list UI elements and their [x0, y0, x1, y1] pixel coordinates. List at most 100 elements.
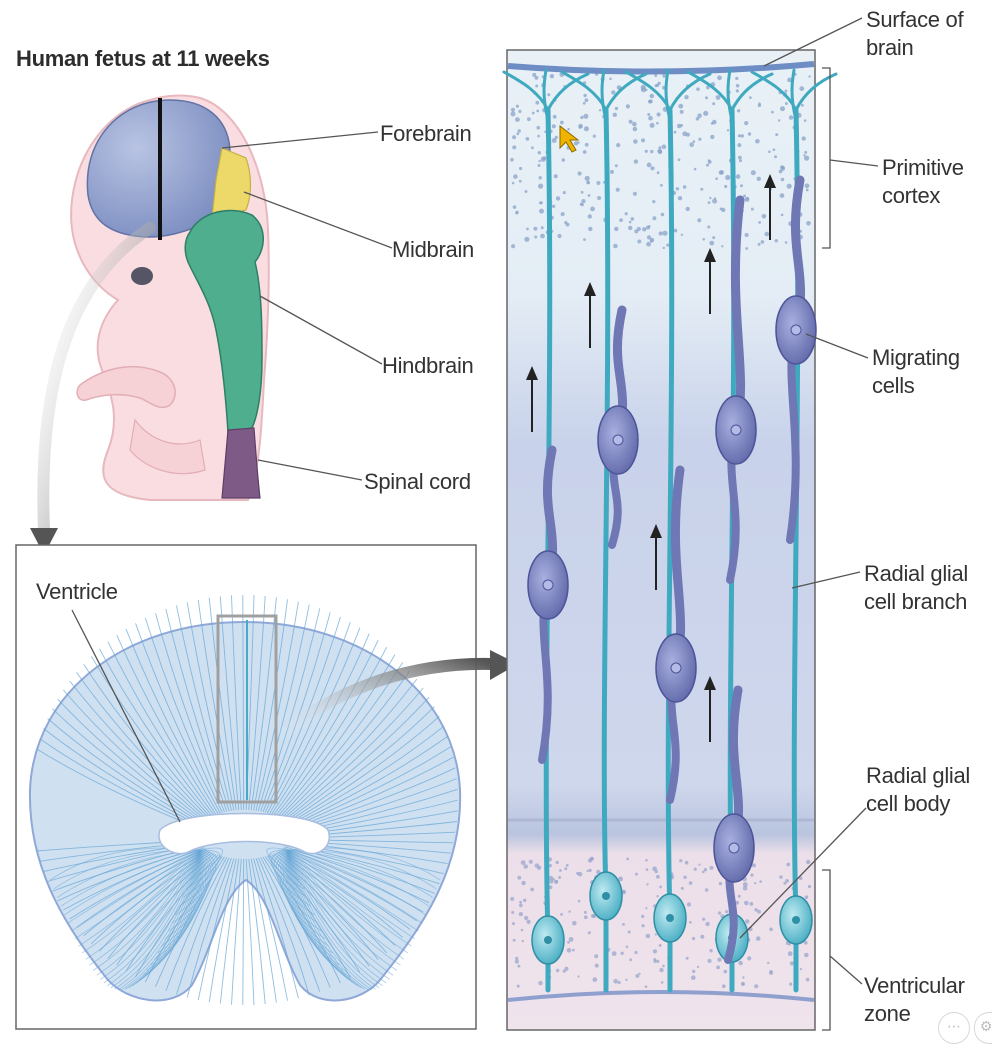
- cortex-dot: [712, 102, 716, 106]
- radial-fiber: [260, 857, 321, 992]
- cortex-dot: [662, 74, 666, 78]
- cortex-dot: [510, 157, 514, 162]
- more-options-icon[interactable]: ⋯: [938, 1012, 970, 1044]
- cortex-dot: [801, 103, 804, 107]
- radial-fiber: [189, 847, 223, 881]
- cortex-dot: [512, 135, 517, 140]
- cortex-dot: [633, 139, 638, 144]
- radial-fiber: [117, 849, 201, 991]
- cortex-dot: [673, 228, 678, 233]
- ventricular-dot: [757, 909, 761, 914]
- ventricular-dot: [530, 887, 535, 892]
- ventricular-dot: [755, 936, 761, 941]
- radial-fiber: [287, 849, 412, 947]
- ventricular-dot: [691, 975, 696, 980]
- radial-fiber: [99, 648, 213, 817]
- cortex-dot: [513, 174, 518, 179]
- cortex-dot: [584, 142, 589, 147]
- cortex-dot: [707, 225, 711, 229]
- ventricular-dot: [591, 913, 595, 918]
- radial-fiber: [287, 849, 390, 980]
- ventricular-dot: [641, 914, 645, 919]
- cortex-dot: [658, 150, 663, 154]
- ventricular-dot: [516, 984, 520, 988]
- radial-fiber: [69, 848, 206, 920]
- leader-lines: [221, 17, 879, 1031]
- cortex-dot: [553, 174, 558, 179]
- detail-panel: [502, 49, 838, 1031]
- ventricular-dot: [626, 857, 630, 861]
- ventricular-dot: [693, 867, 697, 871]
- cortex-dot: [560, 120, 564, 125]
- brain-surface: [507, 61, 815, 75]
- cortex-dot: [613, 243, 618, 249]
- cortex-dot: [747, 132, 752, 136]
- leader-hindbrain: [259, 295, 383, 365]
- cortex-dot: [516, 132, 520, 136]
- cortex-dot: [632, 121, 637, 127]
- fetus-lower-limb: [129, 418, 206, 475]
- glial-branch: [502, 68, 590, 122]
- ventricular-dot: [641, 924, 645, 928]
- cortex-dot: [644, 149, 648, 153]
- ventricular-dot: [716, 965, 720, 970]
- cortex-dot: [646, 235, 652, 240]
- cross-section-shape: [28, 620, 462, 1002]
- cortex-dot: [750, 170, 756, 176]
- radial-fiber: [186, 857, 232, 998]
- cortex-dot: [712, 119, 717, 125]
- radial-fiber: [231, 858, 242, 1005]
- radial-fiber: [253, 599, 288, 811]
- radial-fiber: [165, 857, 228, 992]
- cortex-dot: [650, 166, 655, 171]
- cortex-dot: [515, 117, 520, 122]
- radial-fiber: [273, 849, 312, 907]
- ventricular-dot: [562, 969, 566, 973]
- cortex-dot: [619, 218, 623, 223]
- cortex-dot: [706, 85, 710, 90]
- ventricular-dot: [660, 981, 664, 984]
- ventricular-dot: [738, 960, 743, 966]
- cortex-dot: [609, 77, 612, 81]
- ventricular-dot: [577, 899, 581, 903]
- cortex-dot: [552, 114, 557, 119]
- radial-fiber: [175, 849, 214, 916]
- cortex-dot: [532, 72, 537, 77]
- cortex-dot: [536, 109, 540, 113]
- radial-fiber: [257, 857, 310, 996]
- cortex-dot: [697, 218, 702, 223]
- cortex-dot: [578, 125, 582, 129]
- detail-frame: [506, 49, 816, 1031]
- cortex-dot: [581, 199, 586, 204]
- label-migrating-line2: cells: [872, 372, 915, 398]
- cortex-dot: [511, 181, 515, 185]
- cortex-dot: [660, 212, 665, 217]
- cortex-dot: [804, 155, 810, 161]
- cortex-dot: [614, 164, 618, 168]
- cortex-dot: [648, 115, 653, 121]
- radial-fiber: [242, 858, 245, 1006]
- cortex-dot: [540, 226, 544, 230]
- ventricular-dot: [692, 969, 696, 974]
- ventricular-dot: [709, 865, 714, 870]
- radial-fiber: [91, 656, 211, 818]
- ventricular-dot: [634, 872, 638, 876]
- cortex-dot: [680, 124, 684, 127]
- cortex-dot: [637, 239, 642, 244]
- radial-fiber: [186, 602, 232, 811]
- radial-fiber: [287, 849, 387, 984]
- label-ventricular-zone: Ventricular zone: [864, 972, 965, 1027]
- ventricular-dot: [517, 875, 522, 880]
- label-migrating-cells: Migrating cells: [872, 344, 960, 399]
- radial-fiber: [287, 849, 401, 966]
- radial-fiber: [269, 627, 361, 814]
- ventricular-dot: [536, 865, 542, 870]
- ventricular-dot: [617, 980, 621, 985]
- label-ventricular-line1: Ventricular: [864, 973, 965, 998]
- cortex-dot: [673, 130, 677, 134]
- cortex-dot: [684, 95, 689, 100]
- ventricular-dot: [577, 975, 580, 978]
- ventricular-dot: [627, 930, 631, 934]
- cortex-dot: [648, 99, 653, 104]
- cortex-dot: [582, 150, 587, 154]
